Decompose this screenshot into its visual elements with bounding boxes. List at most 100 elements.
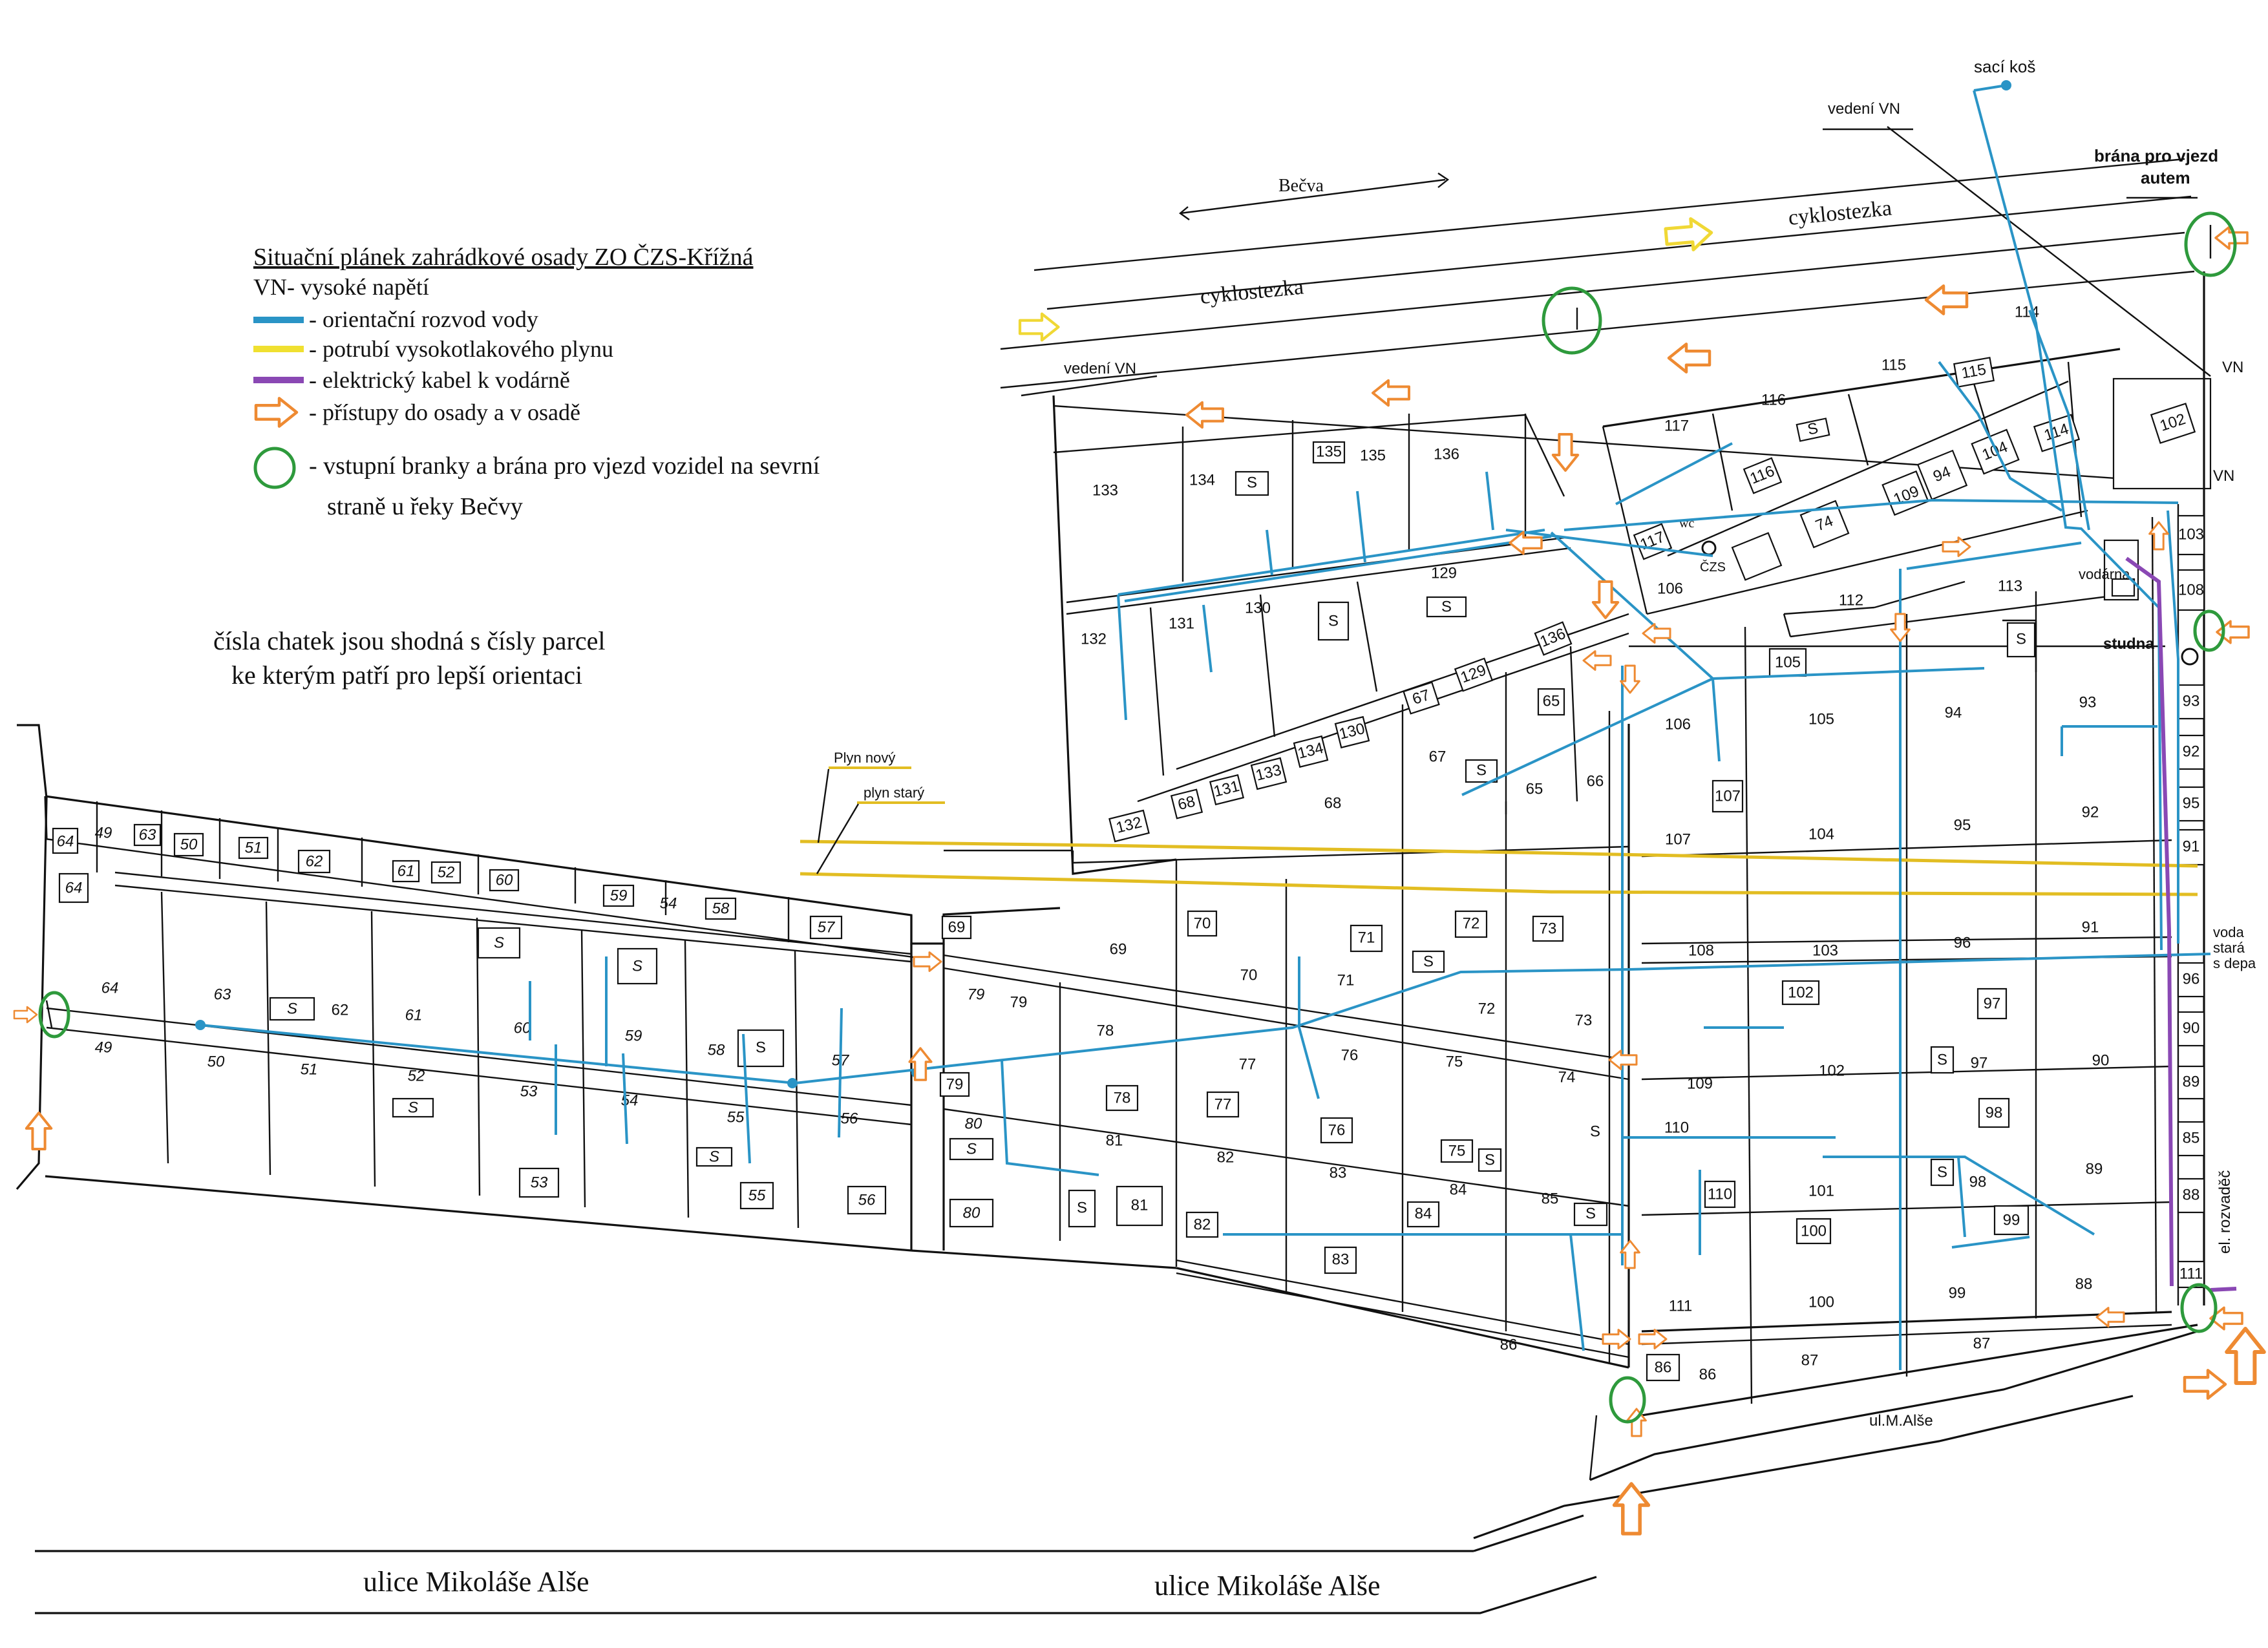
svg-text:64: 64 [57, 832, 74, 850]
svg-text:78: 78 [1114, 1089, 1131, 1106]
svg-text:65: 65 [1543, 692, 1560, 710]
svg-text:103: 103 [2178, 525, 2204, 543]
svg-text:S: S [494, 934, 504, 951]
svg-text:S: S [709, 1148, 719, 1165]
svg-text:84: 84 [1415, 1205, 1432, 1222]
svg-text:77: 77 [1239, 1055, 1256, 1073]
svg-text:69: 69 [1110, 940, 1127, 958]
svg-text:57: 57 [818, 918, 836, 936]
svg-text:75: 75 [1448, 1142, 1466, 1159]
svg-text:91: 91 [2183, 838, 2200, 855]
svg-text:74: 74 [1558, 1068, 1576, 1086]
svg-text:56: 56 [858, 1191, 876, 1209]
svg-text:68: 68 [1324, 794, 1342, 812]
svg-text:79: 79 [968, 986, 985, 1003]
svg-text:87: 87 [1801, 1351, 1819, 1369]
svg-text:88: 88 [2075, 1275, 2093, 1293]
svg-text:100: 100 [1801, 1222, 1827, 1240]
svg-text:73: 73 [1540, 920, 1557, 937]
svg-text:75: 75 [1446, 1053, 1463, 1070]
svg-text:S: S [287, 1000, 297, 1017]
left-section: 64 49 63 50 51 62 61 52 60 59 54 58 57 6… [16, 724, 938, 1252]
svg-text:83: 83 [1330, 1164, 1347, 1181]
svg-text:86: 86 [1699, 1366, 1717, 1383]
svg-text:112: 112 [1839, 591, 1863, 609]
svg-text:58: 58 [708, 1041, 725, 1059]
svg-text:81: 81 [1131, 1196, 1149, 1214]
svg-text:S: S [1441, 598, 1452, 615]
svg-text:51: 51 [301, 1061, 318, 1078]
gate-south-icon [1609, 1376, 1646, 1424]
vn-left-label: vedení VN [1064, 360, 1136, 377]
legend-vn: VN- vysoké napětí [253, 274, 429, 300]
legend-gates-2: straně u řeky Bečvy [327, 493, 523, 520]
svg-text:52: 52 [438, 863, 455, 881]
gate-car-label-2: autem [2141, 168, 2190, 187]
svg-text:54: 54 [621, 1092, 639, 1109]
streets: ul.M.Alše ulice Mikoláše Alše ulice Miko… [35, 1330, 2198, 1614]
svg-text:129: 129 [1431, 564, 1457, 582]
electric-cable [2125, 556, 2237, 1292]
svg-text:80: 80 [965, 1115, 982, 1132]
svg-text:85: 85 [2183, 1129, 2200, 1146]
gas-pipes: Plyn nový plyn starý [800, 750, 2198, 896]
svg-text:132: 132 [1081, 630, 1107, 648]
svg-text:60: 60 [514, 1019, 531, 1037]
svg-text:111: 111 [2179, 1265, 2203, 1282]
svg-text:91: 91 [2082, 918, 2099, 936]
svg-text:64: 64 [65, 879, 83, 896]
vn-top-label: vedení VN [1828, 100, 1900, 118]
svg-text:51: 51 [245, 839, 262, 856]
svg-text:102: 102 [1788, 984, 1814, 1001]
svg-text:71: 71 [1358, 929, 1375, 946]
svg-text:65: 65 [1526, 780, 1543, 798]
svg-text:53: 53 [531, 1174, 548, 1191]
svg-text:59: 59 [625, 1027, 642, 1044]
high-voltage-lines: vedení VN vedení VN VN VN sací koš brána… [1021, 57, 2243, 486]
gate-west-icon [38, 991, 70, 1039]
svg-text:53: 53 [520, 1083, 538, 1100]
svg-text:54: 54 [660, 894, 677, 912]
svg-text:63: 63 [139, 826, 156, 843]
svg-text:79: 79 [946, 1075, 964, 1093]
svg-text:98: 98 [1986, 1104, 2003, 1121]
svg-text:S: S [1247, 474, 1257, 491]
street-left-label: ulice Mikoláše Alše [363, 1566, 589, 1598]
svg-text:115: 115 [1881, 356, 1906, 374]
street-right-label: ulice Mikoláše Alše [1154, 1570, 1381, 1601]
svg-text:116: 116 [1761, 391, 1786, 408]
svg-text:97: 97 [1984, 995, 2001, 1012]
river-and-paths: Bečva cyklostezka cyklostezka [1000, 158, 2195, 389]
svg-text:70: 70 [1240, 966, 1258, 984]
svg-text:63: 63 [214, 986, 231, 1003]
svg-text:84: 84 [1450, 1181, 1467, 1198]
svg-text:58: 58 [712, 900, 730, 917]
svg-text:71: 71 [1337, 971, 1355, 989]
svg-text:S: S [1328, 612, 1339, 629]
svg-text:93: 93 [2183, 692, 2200, 710]
svg-text:103: 103 [1812, 942, 1838, 959]
svg-text:96: 96 [2183, 970, 2200, 988]
svg-text:115: 115 [1960, 361, 1987, 382]
svg-text:100: 100 [1808, 1293, 1834, 1311]
svg-text:49: 49 [95, 1039, 112, 1056]
svg-text:72: 72 [1478, 1000, 1496, 1017]
czs-label: ČZS [1700, 560, 1726, 575]
svg-text:110: 110 [1708, 1185, 1732, 1203]
svg-text:102: 102 [1819, 1062, 1845, 1079]
svg-text:86: 86 [1500, 1336, 1518, 1353]
svg-text:108: 108 [2178, 581, 2204, 598]
svg-text:135: 135 [1316, 443, 1342, 460]
svg-text:50: 50 [180, 836, 198, 853]
legend-access-arrow-icon [256, 398, 297, 426]
svg-text:83: 83 [1332, 1251, 1350, 1268]
svg-text:S: S [2016, 630, 2026, 648]
svg-text:S: S [1937, 1163, 1947, 1181]
svg-text:96: 96 [1954, 934, 1971, 951]
svg-text:99: 99 [1949, 1284, 1966, 1302]
gate-southeast-icon [2180, 1283, 2218, 1333]
gate-north-1-icon [1542, 286, 1602, 355]
river-label: Bečva [1278, 176, 1324, 196]
